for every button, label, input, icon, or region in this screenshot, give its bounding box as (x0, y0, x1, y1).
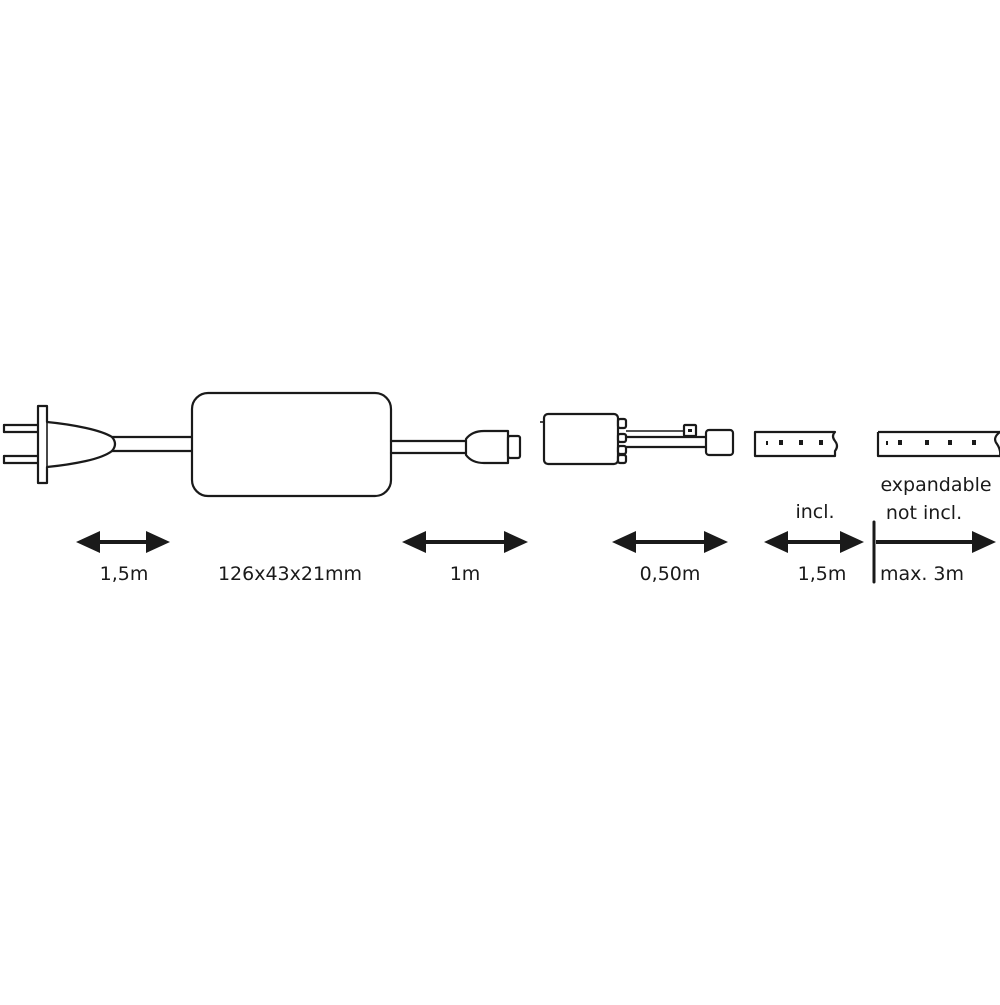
strip-expandable-arrow (872, 520, 996, 584)
driver-size-label: 126x43x21mm (218, 563, 362, 585)
controller-cable-arrow (612, 531, 728, 553)
output-cable-length-label: 1m (450, 563, 481, 585)
output-cable-arrow (402, 531, 528, 553)
controller-icon (540, 412, 735, 466)
strip-included-length-label: 1,5m (798, 563, 847, 585)
output-cable (389, 439, 468, 455)
controller-cable-length-label: 0,50m (640, 563, 701, 585)
expandable-label: expandable (880, 474, 991, 496)
strip-included-arrow (764, 531, 864, 553)
strip-included-label: incl. (795, 501, 834, 523)
led-strip-expandable-icon (876, 430, 1000, 458)
plug-cable (110, 435, 194, 453)
expandable-length-label: max. 3m (880, 563, 964, 585)
dc-connector-icon (464, 429, 522, 465)
euro-plug-icon (2, 404, 117, 485)
plug-cable-length-label: 1,5m (100, 563, 149, 585)
power-supply-box (190, 391, 393, 498)
led-strip-included-icon (753, 430, 839, 458)
not-included-label: not incl. (886, 502, 962, 524)
plug-cable-arrow (76, 531, 170, 553)
